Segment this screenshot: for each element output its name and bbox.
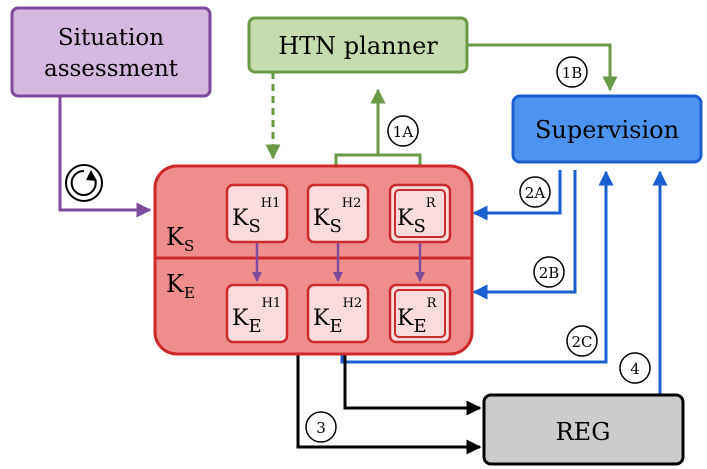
edge-1b [468,43,618,92]
edge-situation-to-ks [58,95,152,218]
edge-label-2b: 2B [533,256,565,288]
ks-h2-node: KSH2 [306,183,370,244]
ks-row-label: KS [166,223,194,255]
svg-text:1A: 1A [393,123,414,141]
edge-2b [472,170,577,300]
reg-label: REG [556,418,611,446]
situation-line2: assessment [44,56,179,82]
edge-2a [472,170,562,221]
ks-r-node: KSR [388,183,452,244]
svg-text:KER: KER [397,296,438,337]
situation-line1: Situation [58,25,164,51]
supervision-node: Supervision [511,94,703,164]
svg-text:1B: 1B [562,64,583,82]
svg-text:KEH2: KEH2 [313,296,362,337]
htn-planner-node: HTN planner [247,16,469,74]
svg-text:2C: 2C [571,333,592,351]
edge-label-1b: 1B [556,56,588,88]
edge-label-4: 4 [619,352,651,384]
ke-r-node: KER [388,283,452,344]
ke-h2-node: KEH2 [306,283,370,344]
svg-text:4: 4 [630,360,640,378]
edge-label-3: 3 [305,411,337,443]
ke-h1-node: KEH1 [225,283,289,344]
svg-text:KSH2: KSH2 [313,196,361,237]
ks-h1-node: KSH1 [225,183,289,244]
edge-label-2a: 2A [519,176,551,208]
refresh-cycle-icon [65,164,103,202]
svg-text:2B: 2B [539,264,560,282]
svg-text:3: 3 [316,419,326,437]
situation-assessment-node: Situation assessment [10,6,212,98]
supervision-label: Supervision [535,116,679,144]
svg-text:KSR: KSR [397,196,437,237]
edge-label-2c: 2C [566,325,598,357]
edge-label-1a: 1A [387,115,419,147]
edge-keh2-to-reg [343,345,482,416]
svg-text:KEH1: KEH1 [232,296,281,337]
svg-text:KSH1: KSH1 [232,196,280,237]
htn-planner-label: HTN planner [278,32,438,60]
ke-row-label: KE [166,270,195,302]
svg-text:2A: 2A [525,184,546,202]
reg-node: REG [482,393,685,466]
